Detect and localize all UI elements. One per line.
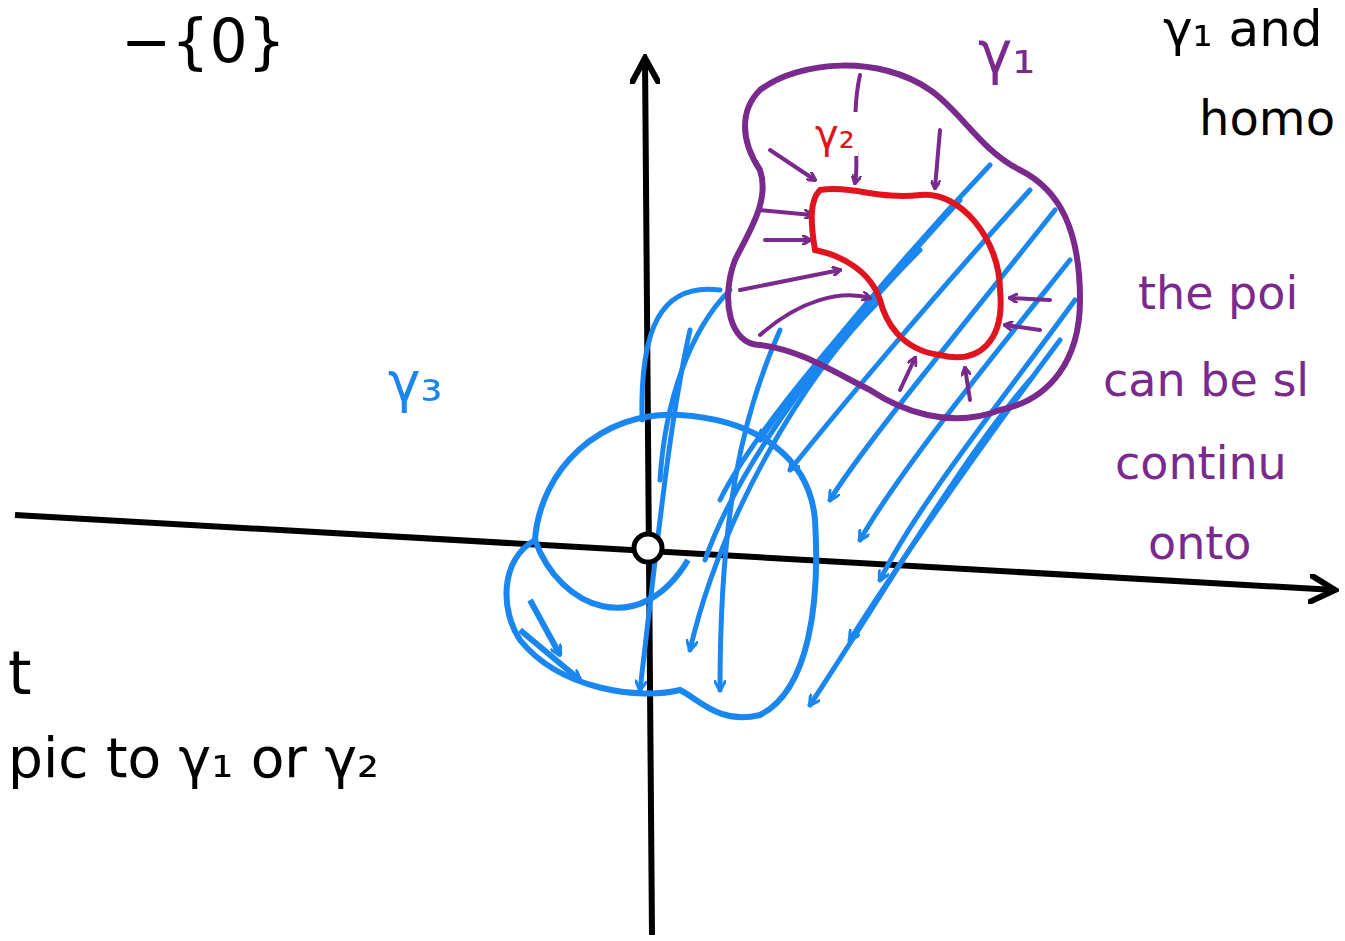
gamma3-curve: [506, 415, 816, 718]
homotopy-streaks: [640, 165, 1075, 705]
curve-label: γ₃: [385, 352, 446, 413]
note-text: the poi: [1135, 268, 1301, 319]
retraction-arrows: [740, 75, 1050, 400]
note-text: onto: [1145, 518, 1254, 569]
removed-origin: [634, 534, 662, 562]
note-text: continu: [1112, 438, 1290, 489]
gamma2-curve: [812, 189, 1001, 357]
note-text: γ₁ and: [1160, 2, 1326, 57]
gamma1-curve: [728, 66, 1080, 419]
curve-label: γ₂: [812, 112, 858, 156]
space-label: −{0}: [118, 8, 289, 74]
note-text: t: [5, 640, 35, 706]
note-text: pic to γ₁ or γ₂: [5, 728, 382, 789]
note-text: homo: [1196, 92, 1338, 145]
y-axis: [645, 58, 652, 935]
curve-label: γ₁: [975, 22, 1039, 86]
note-text: can be sl: [1100, 355, 1312, 406]
